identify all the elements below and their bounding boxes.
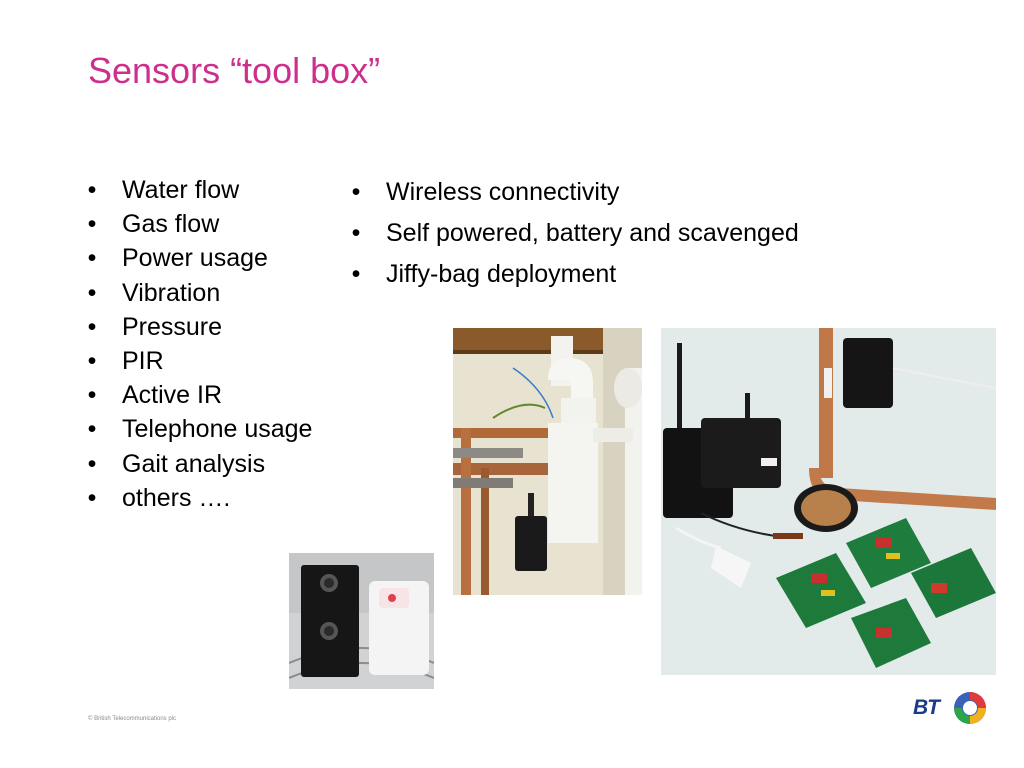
- list-item-label: PIR: [122, 347, 164, 376]
- bullet-icon: •: [351, 178, 361, 206]
- list-item: • Self powered, battery and scavenged: [348, 213, 799, 254]
- list-item: • Water flow: [84, 173, 312, 207]
- list-item-label: Water flow: [122, 176, 240, 204]
- list-item-label: Gait analysis: [122, 449, 266, 478]
- bullet-icon: •: [87, 415, 97, 444]
- list-item: • Gas flow: [84, 207, 312, 241]
- list-item-label: others ….: [122, 483, 231, 512]
- bullet-icon: •: [87, 381, 97, 410]
- sensor-kit-photo: [661, 328, 996, 675]
- bt-logo: BT: [912, 688, 990, 728]
- list-item: • Gait analysis: [84, 447, 312, 481]
- list-item-label: Jiffy-bag deployment: [386, 260, 617, 288]
- bullet-icon: •: [351, 219, 361, 247]
- list-item: • Jiffy-bag deployment: [348, 254, 799, 295]
- bullet-icon: •: [87, 278, 97, 307]
- list-item: • PIR: [84, 344, 312, 378]
- bullet-icon: •: [87, 347, 97, 376]
- list-item: • Power usage: [84, 241, 312, 275]
- slide-title: Sensors “tool box”: [88, 50, 381, 91]
- sensor-features-list: • Wireless connectivity • Self powered, ba…: [348, 172, 799, 295]
- bt-logo-text: BT: [913, 696, 940, 719]
- list-item: • others ….: [84, 481, 312, 515]
- list-item: • Vibration: [84, 276, 312, 310]
- bullet-icon: •: [87, 312, 97, 341]
- list-item-label: Gas flow: [122, 210, 220, 239]
- pir-sensor-photo: [289, 553, 434, 689]
- bullet-icon: •: [351, 260, 361, 288]
- pipework-sensor-photo: [453, 328, 642, 595]
- copyright-notice: © British Telecommunications plc: [88, 716, 177, 722]
- list-item: • Pressure: [84, 310, 312, 344]
- list-item: • Wireless connectivity: [348, 172, 799, 213]
- list-item-label: Self powered, battery and scavenged: [386, 219, 799, 247]
- bullet-icon: •: [87, 210, 97, 239]
- list-item: • Active IR: [84, 378, 312, 412]
- list-item: • Telephone usage: [84, 412, 313, 446]
- bullet-icon: •: [87, 483, 97, 512]
- bullet-icon: •: [87, 176, 97, 204]
- list-item-label: Power usage: [122, 244, 268, 273]
- list-item-label: Active IR: [122, 381, 223, 410]
- bullet-icon: •: [87, 449, 97, 478]
- list-item-label: Wireless connectivity: [386, 178, 620, 206]
- list-item-label: Telephone usage: [122, 415, 313, 444]
- list-item-label: Vibration: [122, 278, 221, 307]
- list-item-label: Pressure: [122, 312, 223, 341]
- bullet-icon: •: [87, 244, 97, 273]
- sensor-types-list: • Water flow • Gas flow • Power usage • Vibr…: [84, 173, 313, 515]
- bt-logo-icon: [954, 692, 986, 724]
